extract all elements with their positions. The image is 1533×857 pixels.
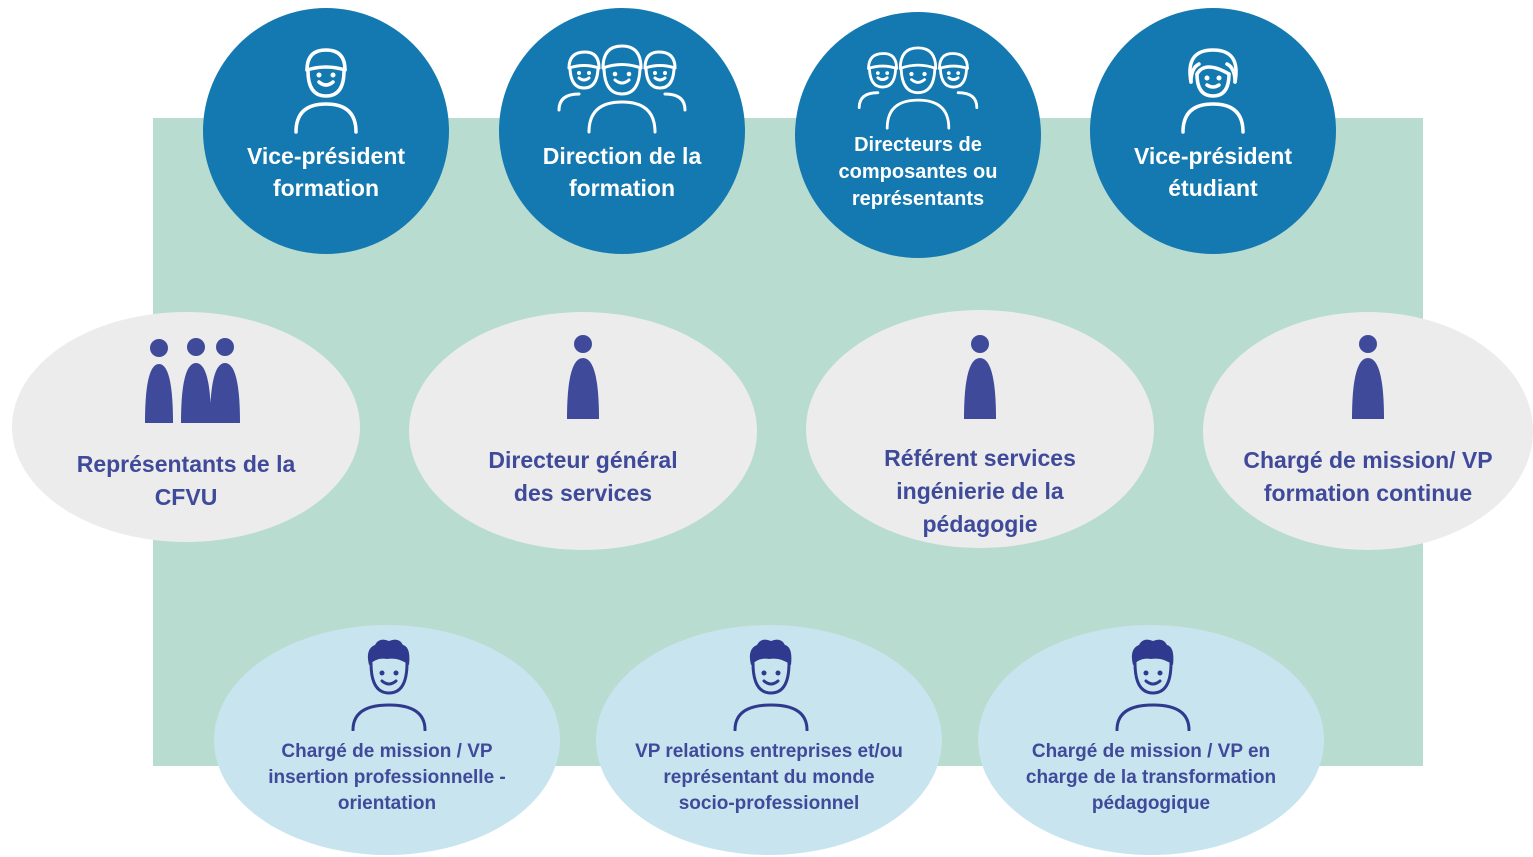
node-transformation-pedagogique: Chargé de mission / VP en charge de la t… bbox=[978, 625, 1324, 855]
node-vp-relations-entreprises: VP relations entreprises et/ou représent… bbox=[596, 625, 942, 855]
node-vice-president-formation: Vice-président formation bbox=[203, 8, 449, 254]
three-figures-icon bbox=[145, 338, 240, 423]
node-label: Représentants de la CFVU bbox=[76, 451, 296, 510]
group-people-icon bbox=[557, 44, 687, 134]
student-person-icon bbox=[1181, 48, 1245, 134]
node-label: VP relations entreprises et/ou représent… bbox=[635, 741, 903, 814]
node-referent-services: Référent services ingénierie de la pédag… bbox=[806, 310, 1154, 548]
node-label: Vice-président étudiant bbox=[1133, 143, 1293, 201]
curly-hair-person-icon bbox=[1115, 639, 1191, 731]
node-representants-cfvu: Représentants de la CFVU bbox=[12, 312, 360, 542]
node-label: Vice-président formation bbox=[246, 143, 406, 201]
node-label: Chargé de mission / VP insertion profess… bbox=[268, 741, 506, 814]
figure-icon bbox=[1352, 335, 1384, 419]
node-label: Directeur général des services bbox=[488, 447, 678, 506]
node-label: Chargé de mission/ VP formation continue bbox=[1243, 447, 1493, 506]
curly-hair-person-icon bbox=[351, 639, 427, 731]
curly-hair-person-icon bbox=[733, 639, 809, 731]
node-directeurs-composantes: Directeurs de composantes ou représentan… bbox=[795, 12, 1041, 258]
node-direction-formation: Direction de la formation bbox=[499, 8, 745, 254]
single-person-icon bbox=[294, 48, 358, 134]
node-vice-president-etudiant: Vice-président étudiant bbox=[1090, 8, 1336, 254]
figure-icon bbox=[567, 335, 599, 419]
node-insertion-professionnelle: Chargé de mission / VP insertion profess… bbox=[214, 625, 560, 855]
node-directeur-general: Directeur général des services bbox=[409, 312, 757, 550]
node-label: Directeurs de composantes ou représentan… bbox=[838, 134, 998, 210]
node-label: Référent services ingénierie de la pédag… bbox=[884, 445, 1076, 537]
figure-icon bbox=[964, 335, 996, 419]
group-people-icon bbox=[857, 46, 979, 130]
node-charge-mission-formation-continue: Chargé de mission/ VP formation continue bbox=[1203, 312, 1533, 550]
node-label: Chargé de mission / VP en charge de la t… bbox=[1025, 741, 1277, 814]
node-label: Direction de la formation bbox=[542, 143, 702, 201]
